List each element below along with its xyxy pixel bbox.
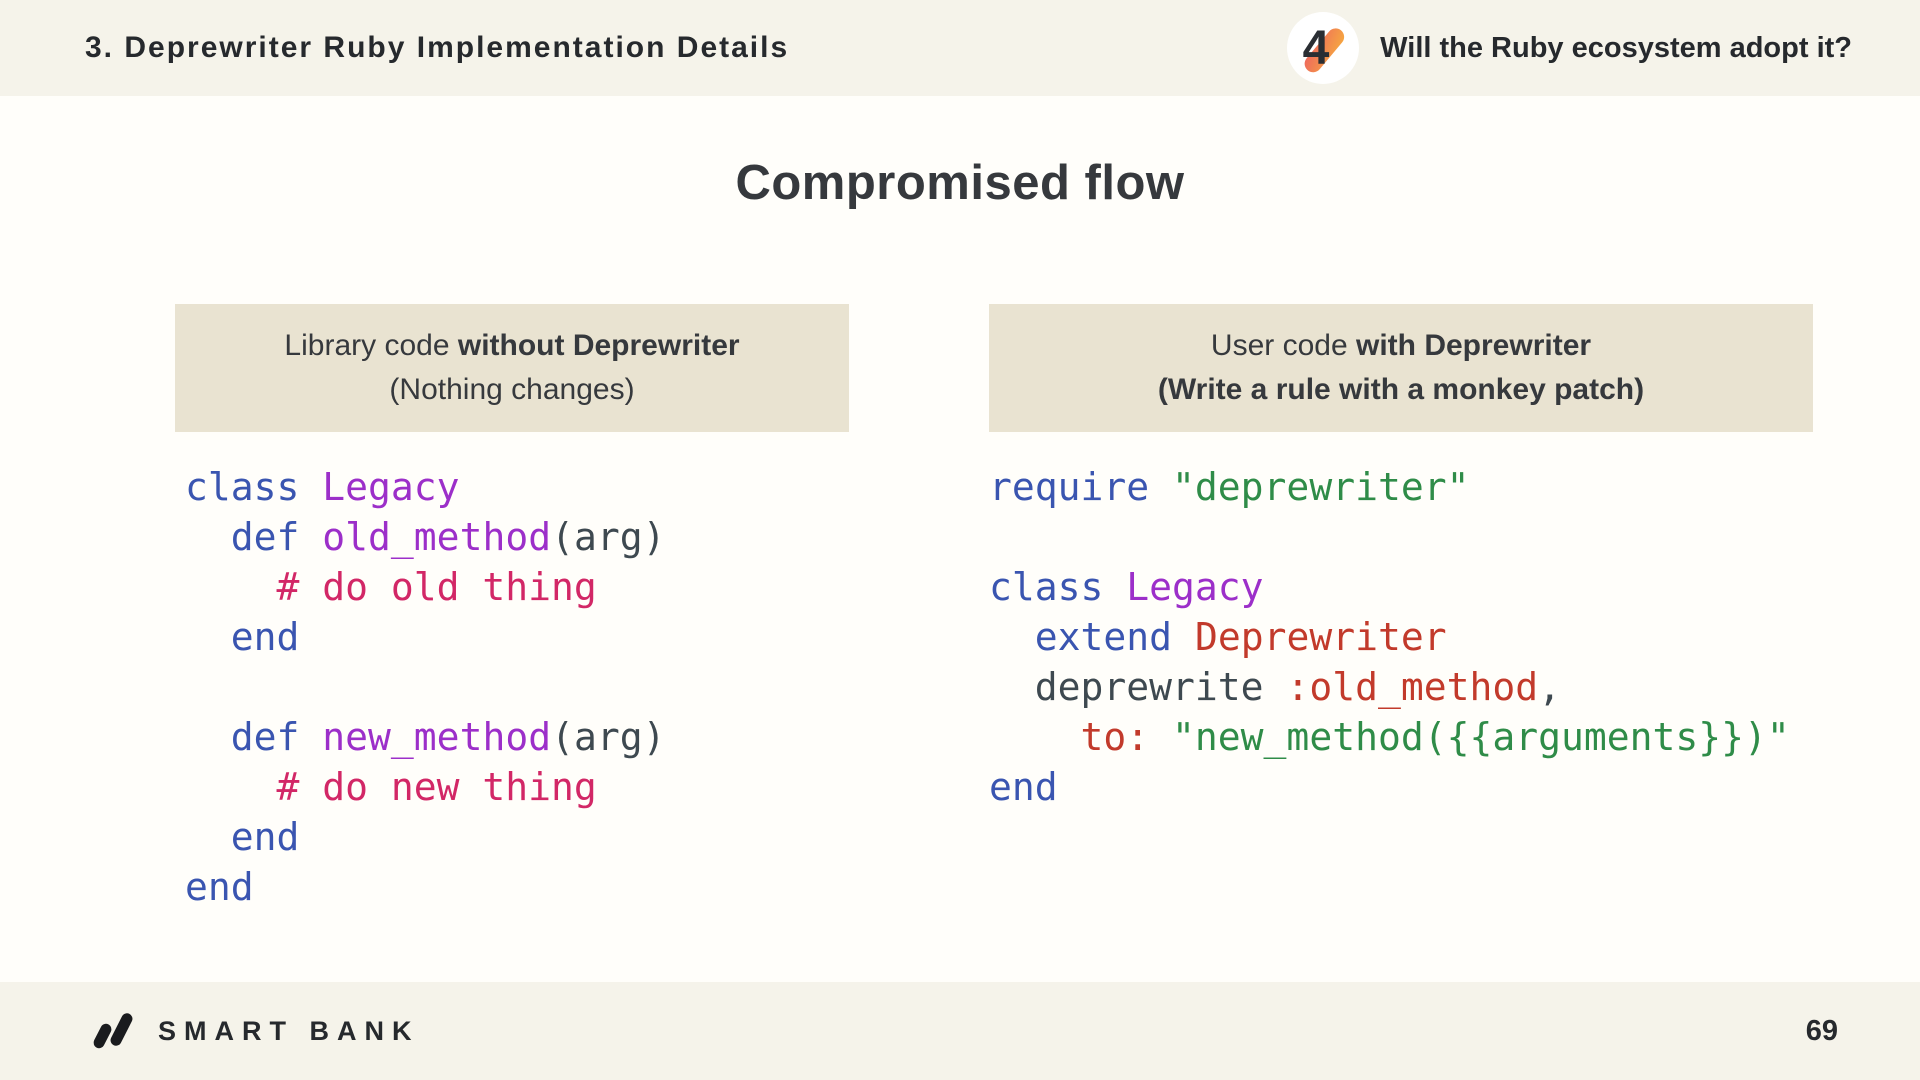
code-block-library: class Legacy def old_method(arg) # do ol… [185,465,666,909]
chapter-badge-icon: 4 [1287,12,1360,84]
code-block-user: require "deprewriter" class Legacy exten… [989,465,1790,809]
brand-name: SMART BANK [158,1015,420,1046]
column-header-box: Library code without Deprewriter (Nothing… [175,304,849,432]
smartbank-logo-icon [93,1013,133,1049]
chapter-number: 4 [1303,22,1330,75]
column-library-code: Library code without Deprewriter (Nothing… [175,304,849,912]
header-right-group: 4 Will the Ruby ecosystem adopt it? [1286,11,1852,85]
brand-logo: SMART BANK [90,1008,420,1054]
column-header-box: User code with Deprewriter (Write a rule … [989,304,1813,432]
column-header-line: Library code without Deprewriter [284,329,740,362]
slide-title: Compromised flow [735,156,1185,210]
column-header-line: (Write a rule with a monkey patch) [1157,373,1645,406]
chapter-question: Will the Ruby ecosystem adopt it? [1380,31,1852,64]
column-header-line: (Nothing changes) [389,373,635,406]
column-user-code: User code with Deprewriter (Write a rule … [989,304,1813,812]
column-header-line: User code with Deprewriter [1210,329,1592,362]
footer-band: SMART BANK 69 [0,982,1920,1080]
section-title: 3. Deprewriter Ruby Implementation Detai… [85,31,790,64]
page-number: 69 [1805,1014,1838,1047]
header-band: 3. Deprewriter Ruby Implementation Detai… [0,0,1920,96]
